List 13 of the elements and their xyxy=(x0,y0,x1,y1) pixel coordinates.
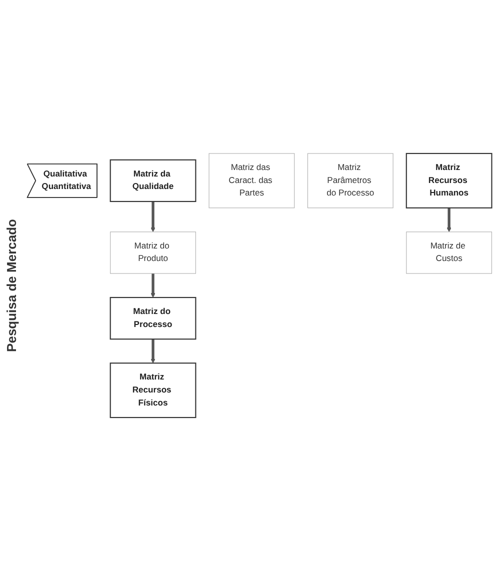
node-box: Matriz Parâmetros do Processo xyxy=(307,153,394,208)
node-box: Matriz da Qualidade xyxy=(110,159,196,202)
node-box: Matriz Recursos Humanos xyxy=(406,152,492,208)
arrow xyxy=(150,339,156,364)
node-box: Matriz do Processo xyxy=(110,296,196,340)
arrow xyxy=(150,202,156,232)
arrow xyxy=(446,208,452,232)
arrow xyxy=(150,274,156,298)
node-box: Matriz de Custos xyxy=(406,232,492,274)
side-label: Pesquisa de Mercado xyxy=(4,219,19,352)
node-box: Matriz das Caract. das Partes xyxy=(208,153,295,208)
node-box: Matriz do Produto xyxy=(110,232,196,274)
node-box: Matriz Recursos Físicos xyxy=(110,362,196,418)
